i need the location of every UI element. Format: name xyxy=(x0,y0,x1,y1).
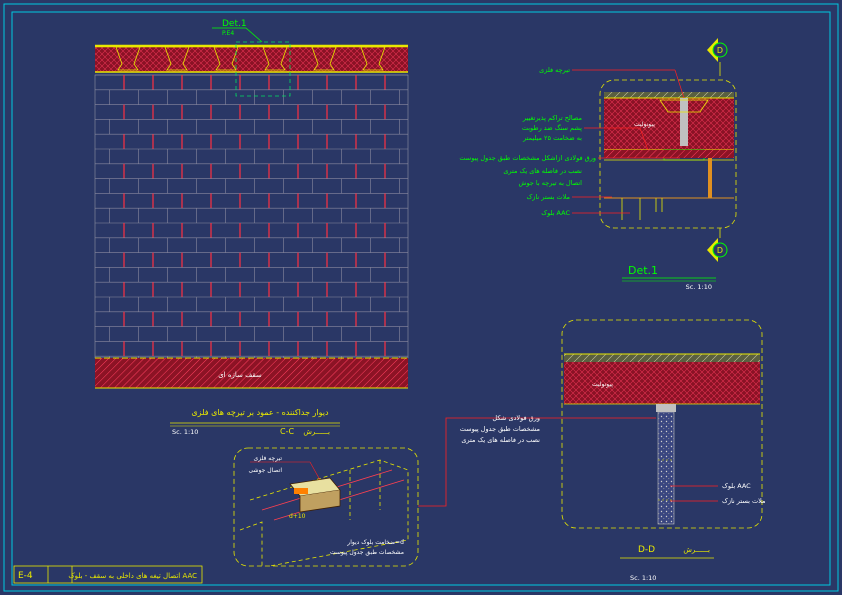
detail-ref: Det.1 xyxy=(222,19,247,29)
joist-profile xyxy=(164,46,190,71)
sheet-code: E-4 xyxy=(18,571,33,581)
top-slab xyxy=(95,46,408,72)
det1-label-fill-2: پشم سنگ ضد رطوبت xyxy=(522,124,582,132)
det1-label-plate-1: ورق فولادی ازاشکل مشخصات طبق جدول پیوست xyxy=(459,154,596,162)
sectiond-label-plate-2: مشخصات طبق جدول پیوست xyxy=(460,425,540,433)
iso-block-2: مشخصات طبق جدول پیوست xyxy=(330,549,404,556)
det1-label-block: بلوک AAC xyxy=(541,209,570,217)
joist-row xyxy=(115,46,386,71)
sectiond-polyurethane: پیونولیت xyxy=(592,381,613,388)
sectiond-section-word: بــــــرش xyxy=(683,546,710,554)
det1-label-fill-3: به ضخامت ۲۵ میلیمتر xyxy=(522,134,582,142)
sectiond-section-label: D-D xyxy=(638,545,655,555)
title-block: E-4 اتصال تیغه های داخلی به سقف - بلوک A… xyxy=(13,565,203,584)
sectiond-label-mortar: ملات بستر نازک xyxy=(722,497,766,505)
det1-label-plate-2: نصب در فاصله های یک متری xyxy=(503,167,582,175)
joist-profile xyxy=(360,46,386,71)
joist-profile xyxy=(213,46,239,71)
sectiond-label-plate-1: ورق فولادی شکل xyxy=(492,414,540,422)
detail-callout-box xyxy=(235,41,291,97)
det1-label-joist: تیرچه فلزی xyxy=(539,66,570,74)
det1-label-plate-3: اتصال به تیرچه با جوش xyxy=(519,179,583,187)
sheet-title: اتصال تیغه های داخلی به سقف - بلوک AAC xyxy=(68,572,197,580)
det1-view: پیونولیت D D تیرچه فلزی مصالح تراکم پذیر… xyxy=(459,38,737,291)
elevation-section-word: بــــــرش xyxy=(303,428,330,436)
iso-block-1: ضخامت بلوک دیوار=d xyxy=(346,538,404,546)
iso-frame xyxy=(233,447,419,567)
iso-view: تیرچه فلزی اتصال جوشی d+10 ضخامت بلوک دی… xyxy=(233,447,419,567)
section-marker-bottom: D xyxy=(707,228,728,262)
det1-labels: تیرچه فلزی مصالح تراکم پذیرتغییر پشم سنگ… xyxy=(459,66,685,217)
svg-text:D: D xyxy=(717,246,723,255)
joist-profile xyxy=(311,46,337,71)
elevation-section-label: C-C xyxy=(280,427,294,436)
det1-title: Det.1 xyxy=(628,264,658,277)
section-dd-frame xyxy=(561,319,763,529)
elevation-scale: Sc. 1:10 xyxy=(172,428,198,436)
aac-block-column xyxy=(657,411,675,525)
iso-label-weld: اتصال جوشی xyxy=(249,467,283,474)
det1-polyurethane: پیونولیت xyxy=(634,121,655,128)
sectiond-scale: Sc. 1:10 xyxy=(630,574,656,582)
svg-text:D: D xyxy=(717,46,723,55)
sectiond-label-plate-3: نصب در فاصله های یک متری xyxy=(461,436,540,444)
section-marker-top: D xyxy=(707,38,728,76)
brick-wall xyxy=(94,74,409,359)
det1-scale: Sc. 1:10 xyxy=(686,283,712,291)
sectiond-label-block: بلوک AAC xyxy=(722,482,751,490)
elevation-view: سقف سازه ای Det.1 P.E4 دیوار جداکننده - … xyxy=(94,19,409,436)
callout-leader xyxy=(418,417,530,507)
slab-label: سقف سازه ای xyxy=(218,371,262,379)
iso-dim: d+10 xyxy=(289,513,306,520)
joist-profile xyxy=(115,46,141,71)
joist-profile xyxy=(262,46,288,71)
iso-label-joist: تیرچه فلزی xyxy=(254,455,283,462)
elevation-title: دیوار جداکننده - عمود بر تیرچه های فلزی xyxy=(191,408,329,417)
brick-courses xyxy=(95,74,408,358)
outer-border xyxy=(3,3,839,592)
detail-ref-sheet: P.E4 xyxy=(222,30,234,37)
section-dd-view: پیونولیت ورق فولادی شکل مشخصات طبق جدول … xyxy=(460,319,766,582)
det1-label-mortar: ملات بستر نازک xyxy=(526,193,570,201)
inner-border xyxy=(11,11,831,586)
det1-label-fill-1: مصالح تراکم پذیرتغییر xyxy=(522,114,582,122)
bottom-slab xyxy=(95,358,408,388)
